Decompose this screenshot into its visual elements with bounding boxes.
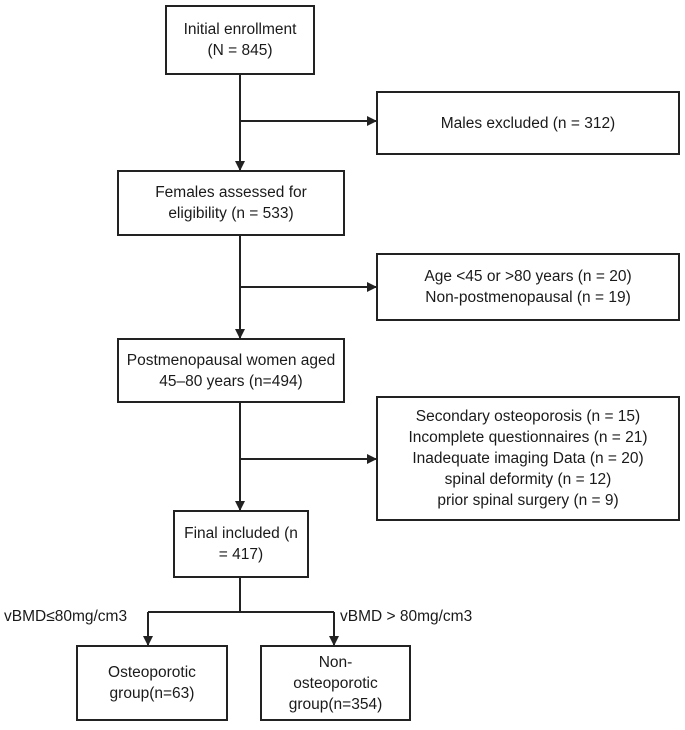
males-excluded-box: Males excluded (n = 312) [376, 91, 680, 155]
box-line: Males excluded (n = 312) [440, 114, 616, 132]
box-line: Osteoporotic [108, 664, 196, 681]
box-line: group(n=63) [109, 685, 195, 702]
box-line: = 417) [218, 546, 264, 563]
box-line: Initial enrollment [183, 21, 297, 38]
box-line: group(n=354) [288, 695, 383, 713]
box-line: Incomplete questionnaires (n = 21) [408, 429, 648, 446]
box-line: Secondary osteoporosis (n = 15) [415, 408, 641, 425]
age-exclusion-box: Age <45 or >80 years (n = 20) Non-postme… [376, 253, 680, 321]
other-exclusion-box: Secondary osteoporosis (n = 15) Incomple… [376, 396, 680, 521]
box-line: Non-postmenopausal (n = 19) [425, 289, 631, 306]
box-line: Non- [318, 653, 353, 671]
box-line: Age <45 or >80 years (n = 20) [424, 268, 632, 285]
box-line: eligibility (n = 533) [168, 205, 294, 222]
box-line: prior spinal surgery (n = 9) [437, 492, 619, 509]
osteoporotic-group-box: Osteoporotic group(n=63) [76, 645, 228, 721]
final-included-box: Final included (n = 417) [173, 510, 309, 578]
box-line: Females assessed for [155, 184, 307, 201]
box-line: Postmenopausal women aged [126, 351, 336, 369]
split-label-left: vBMD≤80mg/cm3 [4, 608, 128, 625]
box-line: spinal deformity (n = 12) [444, 471, 612, 488]
box-line: Inadequate imaging Data (n = 20) [412, 450, 644, 467]
box-line: osteoporotic [293, 674, 378, 692]
split-label-right: vBMD > 80mg/cm3 [340, 608, 473, 625]
postmenopausal-box: Postmenopausal women aged 45–80 years (n… [117, 338, 345, 403]
box-line: Final included (n [184, 525, 298, 542]
box-line: 45–80 years (n=494) [159, 372, 303, 390]
females-assessed-box: Females assessed for eligibility (n = 53… [117, 170, 345, 236]
non-osteoporotic-group-box: Non- osteoporotic group(n=354) [260, 645, 411, 721]
box-line: (N = 845) [207, 42, 273, 59]
initial-enrollment-box: Initial enrollment (N = 845) [165, 5, 315, 75]
